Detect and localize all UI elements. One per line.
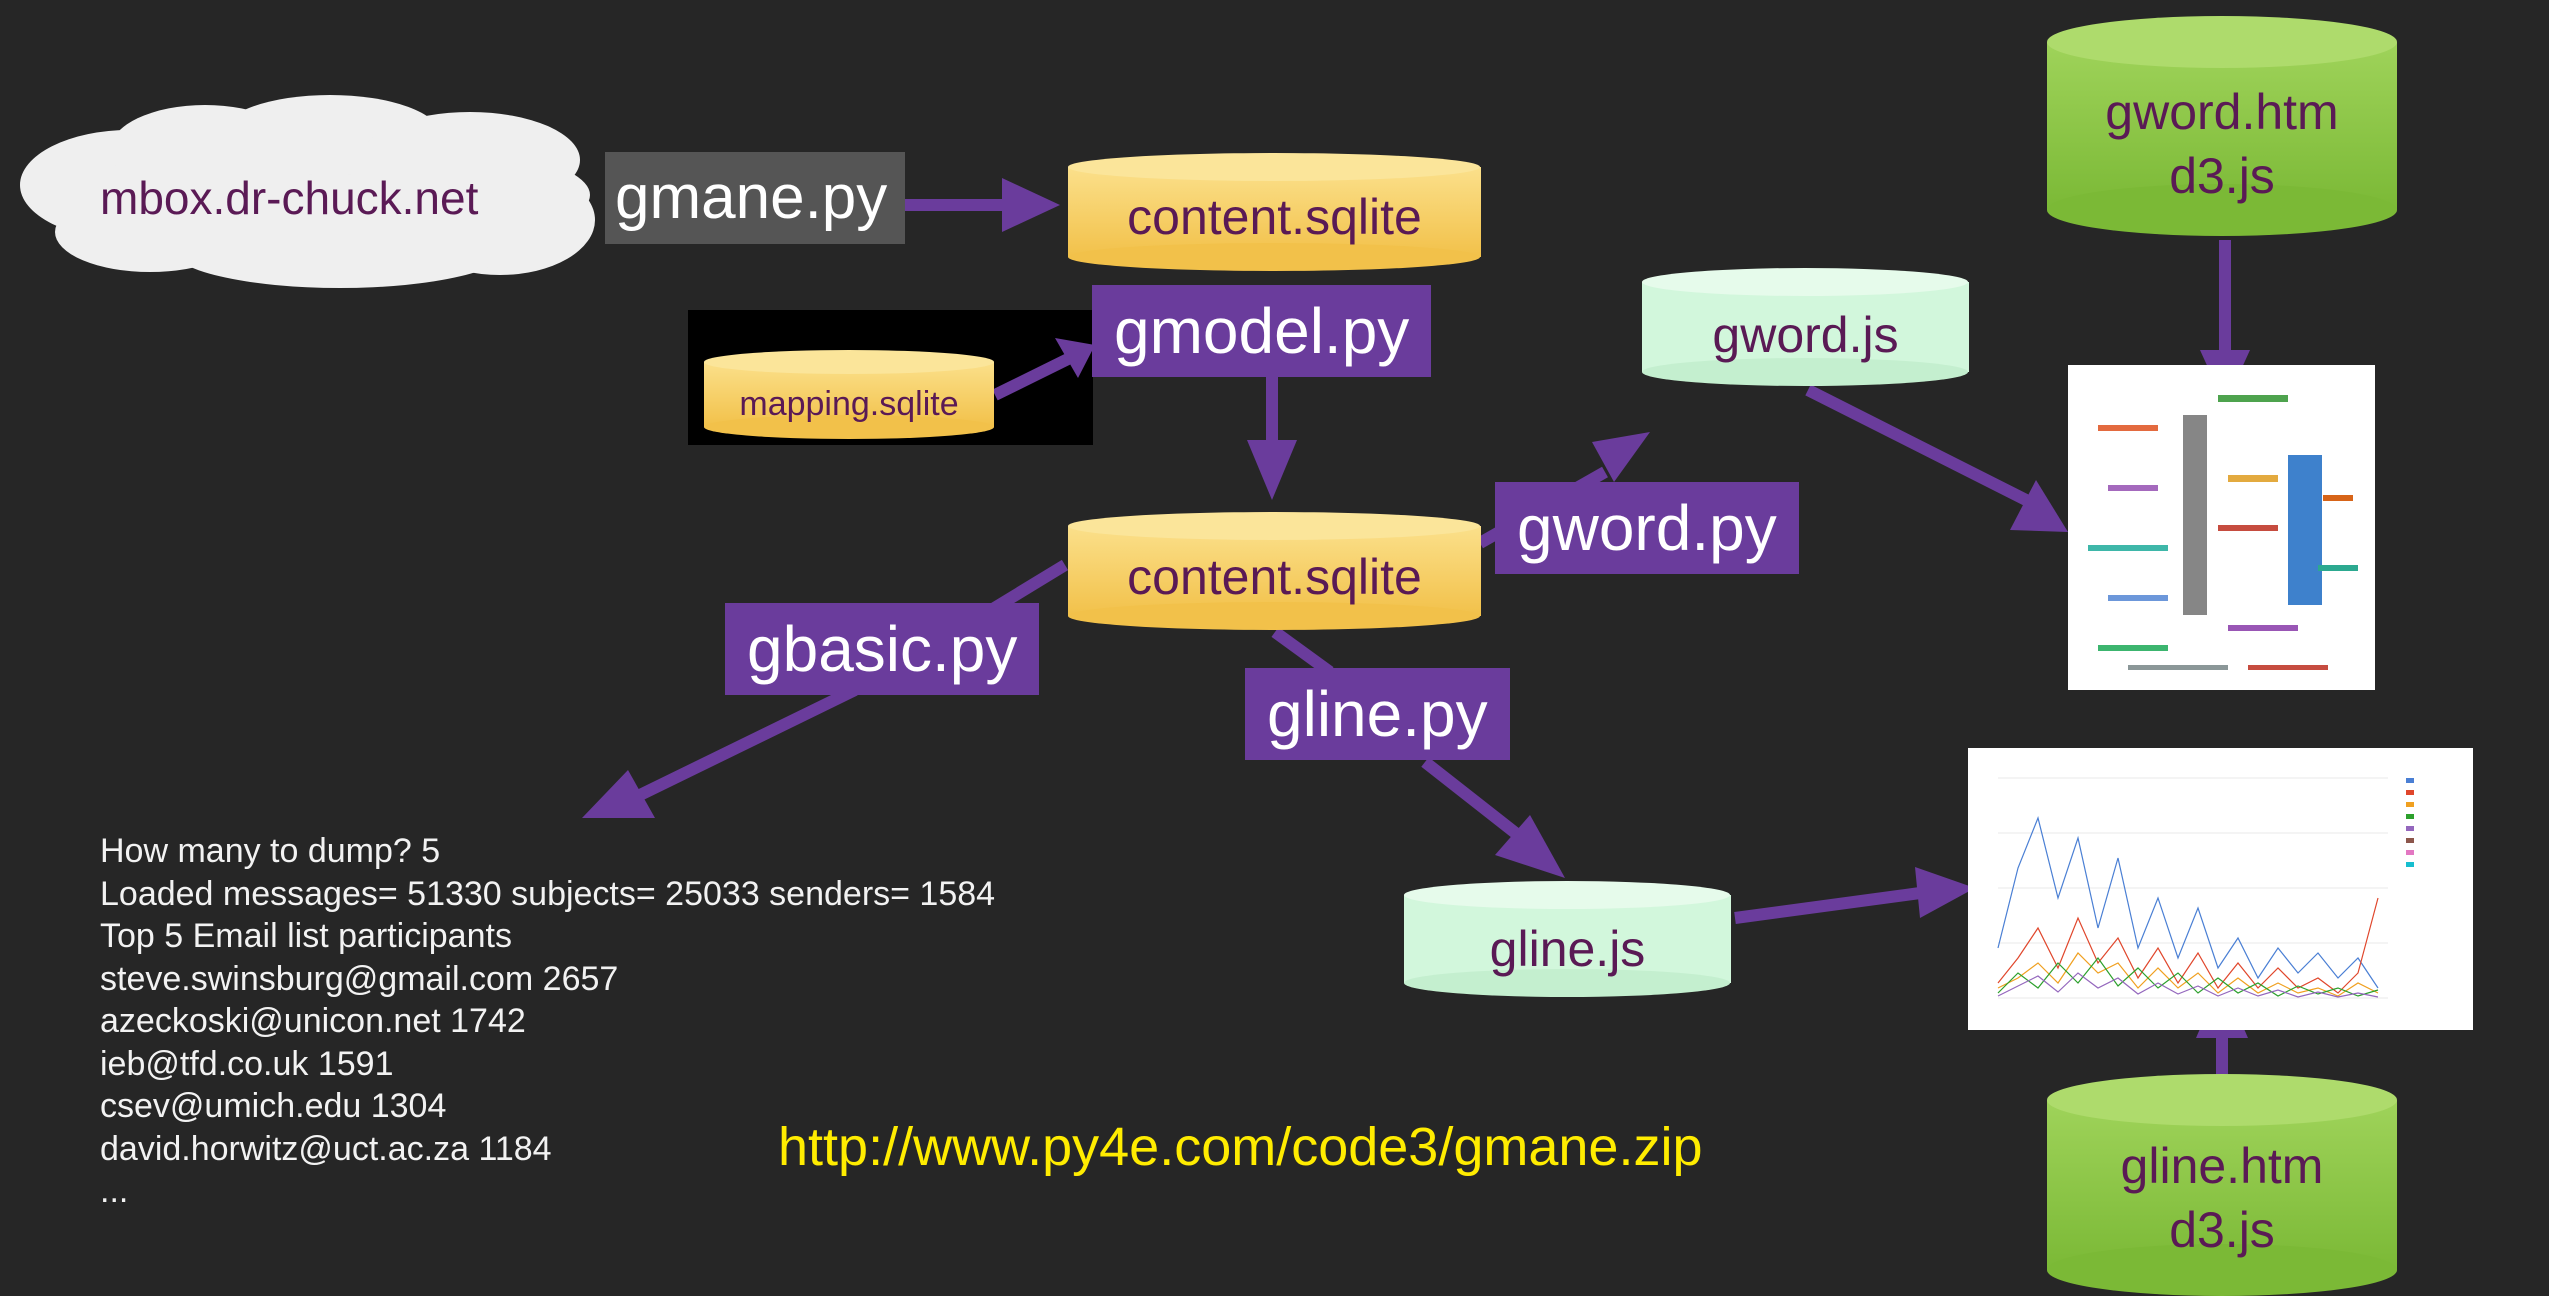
gline-py-label: gline.py bbox=[1245, 668, 1510, 760]
download-url[interactable]: http://www.py4e.com/code3/gmane.zip bbox=[778, 1117, 1703, 1177]
gmane-py-label: gmane.py bbox=[605, 152, 905, 244]
cloud-shape bbox=[20, 95, 595, 288]
gline-js-label: gline.js bbox=[1489, 921, 1646, 977]
mapping-sqlite-label: mapping.sqlite bbox=[739, 385, 959, 423]
gword-d3-line: d3.js bbox=[2169, 148, 2275, 204]
gline-htm-cylinder bbox=[2047, 1074, 2397, 1296]
mapping-sqlite-cylinder bbox=[704, 350, 994, 439]
console-line: ieb@tfd.co.uk 1591 bbox=[100, 1044, 394, 1083]
gword-py-label: gword.py bbox=[1495, 482, 1799, 574]
console-line: Loaded messages= 51330 subjects= 25033 s… bbox=[100, 874, 996, 913]
content-sqlite-mid-label: content.sqlite bbox=[1127, 549, 1422, 605]
gline-js-cylinder bbox=[1404, 881, 1731, 997]
gword-js-cylinder bbox=[1642, 268, 1969, 386]
content-sqlite-top-cylinder bbox=[1068, 153, 1481, 271]
word-cloud-image bbox=[2088, 395, 2358, 670]
gword-js-label: gword.js bbox=[1712, 307, 1899, 363]
gword-htm-line: gword.htm bbox=[2105, 84, 2339, 140]
content-sqlite-top-label: content.sqlite bbox=[1127, 189, 1422, 245]
gline-htm-line: gline.htm bbox=[2120, 1138, 2324, 1194]
console-line: ... bbox=[100, 1172, 129, 1210]
gmodel-py-label: gmodel.py bbox=[1092, 285, 1432, 377]
content-sqlite-mid-cylinder bbox=[1068, 512, 1481, 630]
gbasic-py-label: gbasic.py bbox=[725, 603, 1040, 695]
console-output: How many to dump? 5 Loaded messages= 513… bbox=[100, 830, 995, 1213]
gword-htm-cylinder bbox=[2047, 16, 2397, 236]
gline-htm-label: gline.htm d3.js bbox=[2047, 1134, 2397, 1262]
console-line: david.horwitz@uct.ac.za 1184 bbox=[100, 1129, 552, 1168]
console-line: csev@umich.edu 1304 bbox=[100, 1087, 447, 1125]
gline-d3-line: d3.js bbox=[2169, 1202, 2275, 1258]
console-line: How many to dump? 5 bbox=[100, 832, 441, 870]
gword-htm-label: gword.htm d3.js bbox=[2047, 80, 2397, 208]
console-line: azeckoski@unicon.net 1742 bbox=[100, 1002, 526, 1040]
line-chart-image bbox=[1997, 777, 2414, 999]
word-cloud-thumbnail bbox=[2068, 365, 2375, 690]
console-line: Top 5 Email list participants bbox=[100, 917, 512, 955]
line-chart-thumbnail bbox=[1968, 748, 2473, 1030]
console-line: steve.swinsburg@gmail.com 2657 bbox=[100, 959, 619, 998]
mbox-source-label: mbox.dr-chuck.net bbox=[100, 172, 479, 224]
